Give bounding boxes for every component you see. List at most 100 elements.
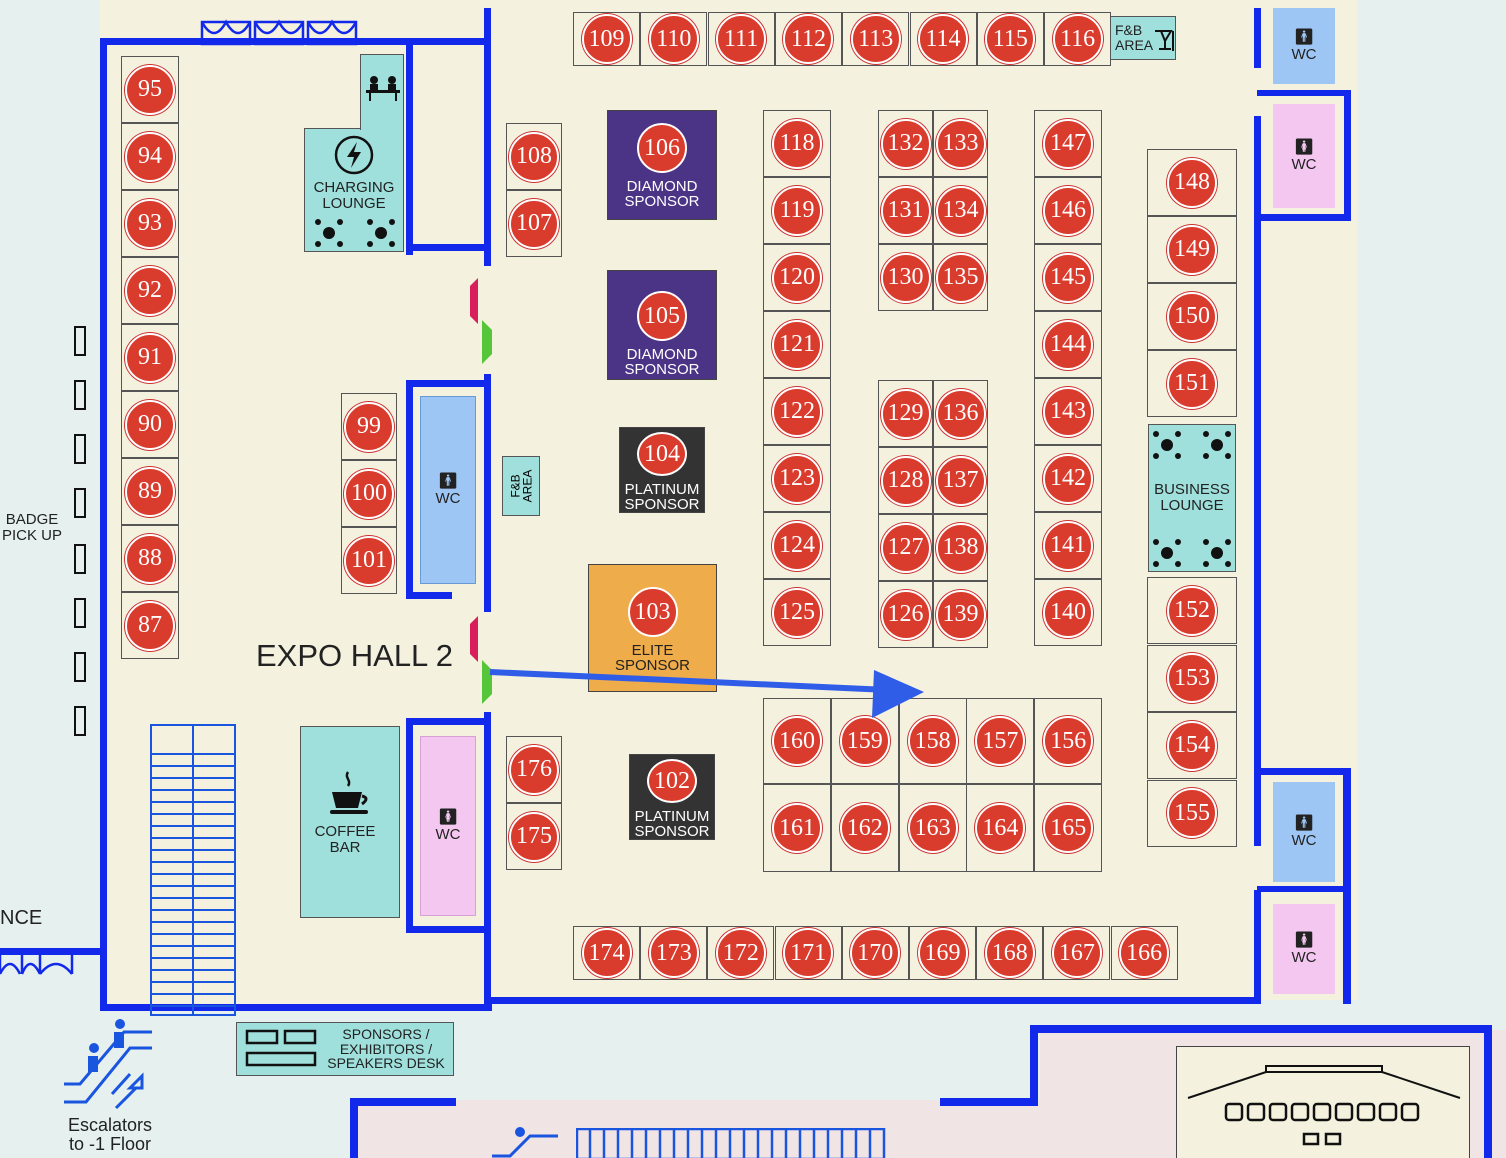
booth-175[interactable]: 175 [506, 803, 562, 870]
booth-93[interactable]: 93 [121, 190, 179, 257]
booth-87[interactable]: 87 [121, 592, 179, 659]
sponsor-booth-103[interactable]: 103 ELITE SPONSOR [588, 564, 717, 692]
booth-159[interactable]: 159 [830, 698, 899, 784]
wc-restroom[interactable]: 🚺︎ WC [420, 736, 476, 916]
booth-173[interactable]: 173 [640, 926, 708, 980]
booth-163[interactable]: 163 [898, 784, 967, 872]
booth-126[interactable]: 126 [878, 581, 933, 648]
booth-147[interactable]: 147 [1034, 110, 1102, 177]
booth-158[interactable]: 158 [898, 698, 967, 784]
wc-restroom[interactable]: 🚹︎ WC [420, 396, 476, 584]
booth-172[interactable]: 172 [707, 926, 775, 980]
fb-area-top[interactable]: F&B AREA [1110, 16, 1176, 60]
sponsor-booth-105[interactable]: 105 DIAMOND SPONSOR [607, 270, 717, 380]
sponsor-booth-104[interactable]: 104 PLATINUM SPONSOR [619, 427, 705, 513]
booth-144[interactable]: 144 [1034, 311, 1102, 378]
booth-89[interactable]: 89 [121, 458, 179, 525]
sponsors-desk[interactable]: SPONSORS / EXHIBITORS / SPEAKERS DESK [236, 1022, 454, 1076]
booth-113[interactable]: 113 [842, 12, 910, 66]
booth-139[interactable]: 139 [933, 581, 988, 648]
booth-138[interactable]: 138 [933, 514, 988, 581]
booth-134[interactable]: 134 [933, 177, 988, 244]
booth-174[interactable]: 174 [573, 926, 640, 980]
booth-124[interactable]: 124 [763, 512, 831, 579]
booth-154[interactable]: 154 [1147, 712, 1237, 779]
booth-118[interactable]: 118 [763, 110, 831, 177]
booth-169[interactable]: 169 [909, 926, 976, 980]
sponsor-booth-102[interactable]: 102 PLATINUM SPONSOR [629, 754, 715, 840]
booth-166[interactable]: 166 [1110, 926, 1178, 980]
fb-area-side[interactable]: F&B AREA [502, 456, 540, 516]
booth-101[interactable]: 101 [341, 527, 397, 594]
booth-149[interactable]: 149 [1147, 216, 1237, 283]
booth-number: 126 [880, 589, 931, 640]
booth-164[interactable]: 164 [966, 784, 1035, 872]
booth-122[interactable]: 122 [763, 378, 831, 445]
booth-92[interactable]: 92 [121, 257, 179, 324]
coffee-bar[interactable] [300, 726, 400, 918]
booth-150[interactable]: 150 [1147, 283, 1237, 350]
booth-109[interactable]: 109 [573, 12, 640, 66]
booth-170[interactable]: 170 [841, 926, 909, 980]
booth-125[interactable]: 125 [763, 579, 831, 646]
booth-100[interactable]: 100 [341, 460, 397, 527]
wall-right-mid [1254, 116, 1261, 846]
booth-153[interactable]: 153 [1147, 644, 1237, 712]
booth-145[interactable]: 145 [1034, 244, 1102, 311]
booth-111[interactable]: 111 [707, 12, 775, 66]
booth-91[interactable]: 91 [121, 324, 179, 391]
booth-167[interactable]: 167 [1043, 926, 1111, 980]
booth-141[interactable]: 141 [1034, 512, 1102, 579]
booth-127[interactable]: 127 [878, 514, 933, 581]
booth-160[interactable]: 160 [763, 698, 831, 784]
booth-130[interactable]: 130 [878, 244, 933, 311]
booth-95[interactable]: 95 [121, 56, 179, 123]
booth-132[interactable]: 132 [878, 110, 933, 177]
booth-156[interactable]: 156 [1034, 698, 1103, 784]
booth-161[interactable]: 161 [763, 784, 831, 872]
booth-133[interactable]: 133 [933, 110, 988, 177]
booth-107[interactable]: 107 [506, 190, 562, 257]
sponsor-booth-106[interactable]: 106 DIAMOND SPONSOR [607, 110, 717, 220]
wc-restroom[interactable]: 🚺︎ WC [1273, 904, 1335, 994]
booth-108[interactable]: 108 [506, 123, 562, 190]
booth-136[interactable]: 136 [933, 380, 988, 447]
wc-restroom[interactable]: 🚺︎ WC [1273, 104, 1335, 208]
booth-99[interactable]: 99 [341, 393, 397, 460]
booth-123[interactable]: 123 [763, 445, 831, 512]
booth-142[interactable]: 142 [1034, 445, 1102, 512]
booth-176[interactable]: 176 [506, 736, 562, 803]
booth-120[interactable]: 120 [763, 244, 831, 311]
booth-112[interactable]: 112 [774, 12, 842, 66]
booth-135[interactable]: 135 [933, 244, 988, 311]
booth-number: 154 [1167, 720, 1217, 771]
booth-148[interactable]: 148 [1147, 149, 1237, 216]
booth-129[interactable]: 129 [878, 380, 933, 447]
booth-119[interactable]: 119 [763, 177, 831, 244]
booth-90[interactable]: 90 [121, 391, 179, 458]
booth-number: 151 [1167, 358, 1217, 409]
booth-162[interactable]: 162 [830, 784, 899, 872]
wc-restroom[interactable]: 🚹︎ WC [1273, 782, 1335, 882]
booth-110[interactable]: 110 [640, 12, 708, 66]
booth-155[interactable]: 155 [1147, 779, 1237, 847]
booth-128[interactable]: 128 [878, 447, 933, 514]
booth-94[interactable]: 94 [121, 123, 179, 190]
booth-146[interactable]: 146 [1034, 177, 1102, 244]
booth-171[interactable]: 171 [774, 926, 842, 980]
booth-88[interactable]: 88 [121, 525, 179, 592]
booth-157[interactable]: 157 [966, 698, 1035, 784]
booth-151[interactable]: 151 [1147, 350, 1237, 417]
booth-115[interactable]: 115 [976, 12, 1044, 66]
wc-restroom[interactable]: 🚹︎ WC [1273, 8, 1335, 84]
booth-131[interactable]: 131 [878, 177, 933, 244]
booth-143[interactable]: 143 [1034, 378, 1102, 445]
booth-116[interactable]: 116 [1044, 12, 1112, 66]
booth-137[interactable]: 137 [933, 447, 988, 514]
booth-168[interactable]: 168 [976, 926, 1044, 980]
booth-121[interactable]: 121 [763, 311, 831, 378]
booth-152[interactable]: 152 [1147, 577, 1237, 644]
booth-140[interactable]: 140 [1034, 579, 1102, 646]
booth-114[interactable]: 114 [909, 12, 977, 66]
booth-165[interactable]: 165 [1034, 784, 1103, 872]
